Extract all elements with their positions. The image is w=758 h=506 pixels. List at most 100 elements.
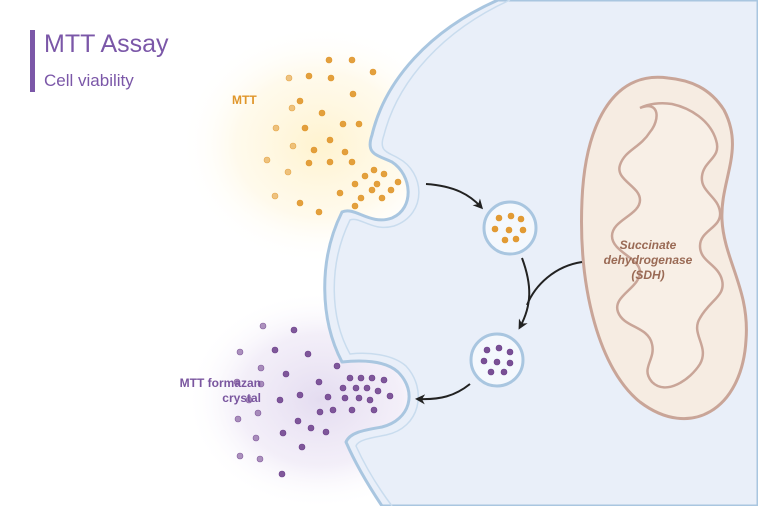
formazan-particle bbox=[298, 443, 306, 451]
formazan-particle bbox=[252, 434, 260, 442]
mitochondrion-cristae bbox=[610, 101, 724, 389]
formazan-particle bbox=[380, 376, 388, 384]
formazan-particle bbox=[290, 326, 298, 334]
particles-layer bbox=[233, 56, 527, 478]
mtt-particle bbox=[310, 146, 318, 154]
formazan-particle bbox=[259, 322, 267, 330]
mtt-particle-in-vesicle bbox=[512, 235, 520, 243]
formazan-particle bbox=[254, 409, 262, 417]
mtt-particle bbox=[271, 192, 279, 200]
mtt-particle bbox=[339, 120, 347, 128]
formazan-particle bbox=[339, 384, 347, 392]
mtt-particle bbox=[296, 199, 304, 207]
formazan-particle bbox=[355, 394, 363, 402]
mtt-particle-in-vesicle bbox=[505, 226, 513, 234]
mtt-particle-in-vesicle bbox=[517, 215, 525, 223]
formazan-particle bbox=[294, 417, 302, 425]
formazan-particle bbox=[282, 370, 290, 378]
mtt-particle bbox=[378, 194, 386, 202]
formazan-particle bbox=[257, 364, 265, 372]
formazan-particle bbox=[234, 415, 242, 423]
formazan-particle bbox=[256, 455, 264, 463]
formazan-label: MTT formazan crystal bbox=[143, 376, 261, 406]
formazan-particle bbox=[370, 406, 378, 414]
formazan-particle-in-vesicle bbox=[506, 348, 514, 356]
formazan-particle bbox=[315, 378, 323, 386]
formazan-particle bbox=[386, 392, 394, 400]
mtt-particle bbox=[318, 109, 326, 117]
title-accent-bar bbox=[30, 30, 35, 92]
formazan-particle bbox=[346, 374, 354, 382]
formazan-particle bbox=[236, 452, 244, 460]
formazan-particle-in-vesicle bbox=[506, 359, 514, 367]
formazan-particle-in-vesicle bbox=[495, 344, 503, 352]
formazan-particle bbox=[374, 387, 382, 395]
sdh-label-line3: (SDH) bbox=[631, 268, 665, 282]
formazan-particle-in-vesicle bbox=[483, 346, 491, 354]
formazan-particle bbox=[271, 346, 279, 354]
page-title: MTT Assay bbox=[44, 30, 169, 58]
formazan-particle bbox=[348, 406, 356, 414]
mtt-particle bbox=[369, 68, 377, 76]
formazan-particle-in-vesicle bbox=[500, 368, 508, 376]
formazan-particle bbox=[257, 380, 265, 388]
formazan-particle bbox=[276, 396, 284, 404]
formazan-particle bbox=[316, 408, 324, 416]
formazan-particle bbox=[368, 374, 376, 382]
mtt-particle bbox=[348, 158, 356, 166]
formazan-particle bbox=[357, 374, 365, 382]
formazan-particle bbox=[233, 378, 241, 386]
page-subtitle: Cell viability bbox=[44, 71, 134, 90]
mtt-particle bbox=[285, 74, 293, 82]
formazan-particle bbox=[363, 384, 371, 392]
mtt-particle-in-vesicle bbox=[519, 226, 527, 234]
mtt-particle bbox=[305, 159, 313, 167]
mtt-particle bbox=[325, 56, 333, 64]
mtt-particle bbox=[394, 178, 402, 186]
mtt-particle bbox=[326, 158, 334, 166]
mtt-particle bbox=[326, 136, 334, 144]
mtt-particle bbox=[361, 172, 369, 180]
mtt-particle bbox=[351, 202, 359, 210]
formazan-particle bbox=[304, 350, 312, 358]
formazan-particle-in-vesicle bbox=[487, 368, 495, 376]
sdh-label: Succinate dehydrogenase (SDH) bbox=[596, 238, 700, 283]
mtt-particle-in-vesicle bbox=[507, 212, 515, 220]
mtt-particle bbox=[355, 120, 363, 128]
mtt-particle bbox=[288, 104, 296, 112]
formazan-particle bbox=[236, 348, 244, 356]
mtt-particle bbox=[315, 208, 323, 216]
mtt-glow bbox=[180, 25, 460, 265]
mtt-particle bbox=[373, 180, 381, 188]
formazan-label-line2: crystal bbox=[222, 391, 261, 405]
formazan-particle bbox=[307, 424, 315, 432]
formazan-particle bbox=[329, 406, 337, 414]
mtt-particle bbox=[387, 186, 395, 194]
mtt-particle bbox=[284, 168, 292, 176]
formazan-particle bbox=[296, 391, 304, 399]
mtt-particle bbox=[368, 186, 376, 194]
sdh-reduction-arrow bbox=[526, 261, 583, 306]
mtt-particle bbox=[305, 72, 313, 80]
mtt-particle bbox=[327, 74, 335, 82]
formazan-particle bbox=[324, 393, 332, 401]
mtt-particle bbox=[380, 170, 388, 178]
mtt-particle bbox=[357, 194, 365, 202]
vesicle-transfer-arrow bbox=[518, 257, 531, 330]
mtt-particle bbox=[272, 124, 280, 132]
mtt-particle bbox=[289, 142, 297, 150]
mtt-particle bbox=[370, 166, 378, 174]
formazan-particle bbox=[333, 362, 341, 370]
mtt-particle bbox=[296, 97, 304, 105]
formazan-particle-in-vesicle bbox=[493, 358, 501, 366]
mtt-particle-in-vesicle bbox=[495, 214, 503, 222]
formazan-particle bbox=[366, 396, 374, 404]
mtt-particle-in-vesicle bbox=[491, 225, 499, 233]
mtt-particle bbox=[263, 156, 271, 164]
formazan-particle bbox=[322, 428, 330, 436]
mtt-particle bbox=[348, 56, 356, 64]
formazan-particle bbox=[278, 470, 286, 478]
mtt-particle bbox=[341, 148, 349, 156]
